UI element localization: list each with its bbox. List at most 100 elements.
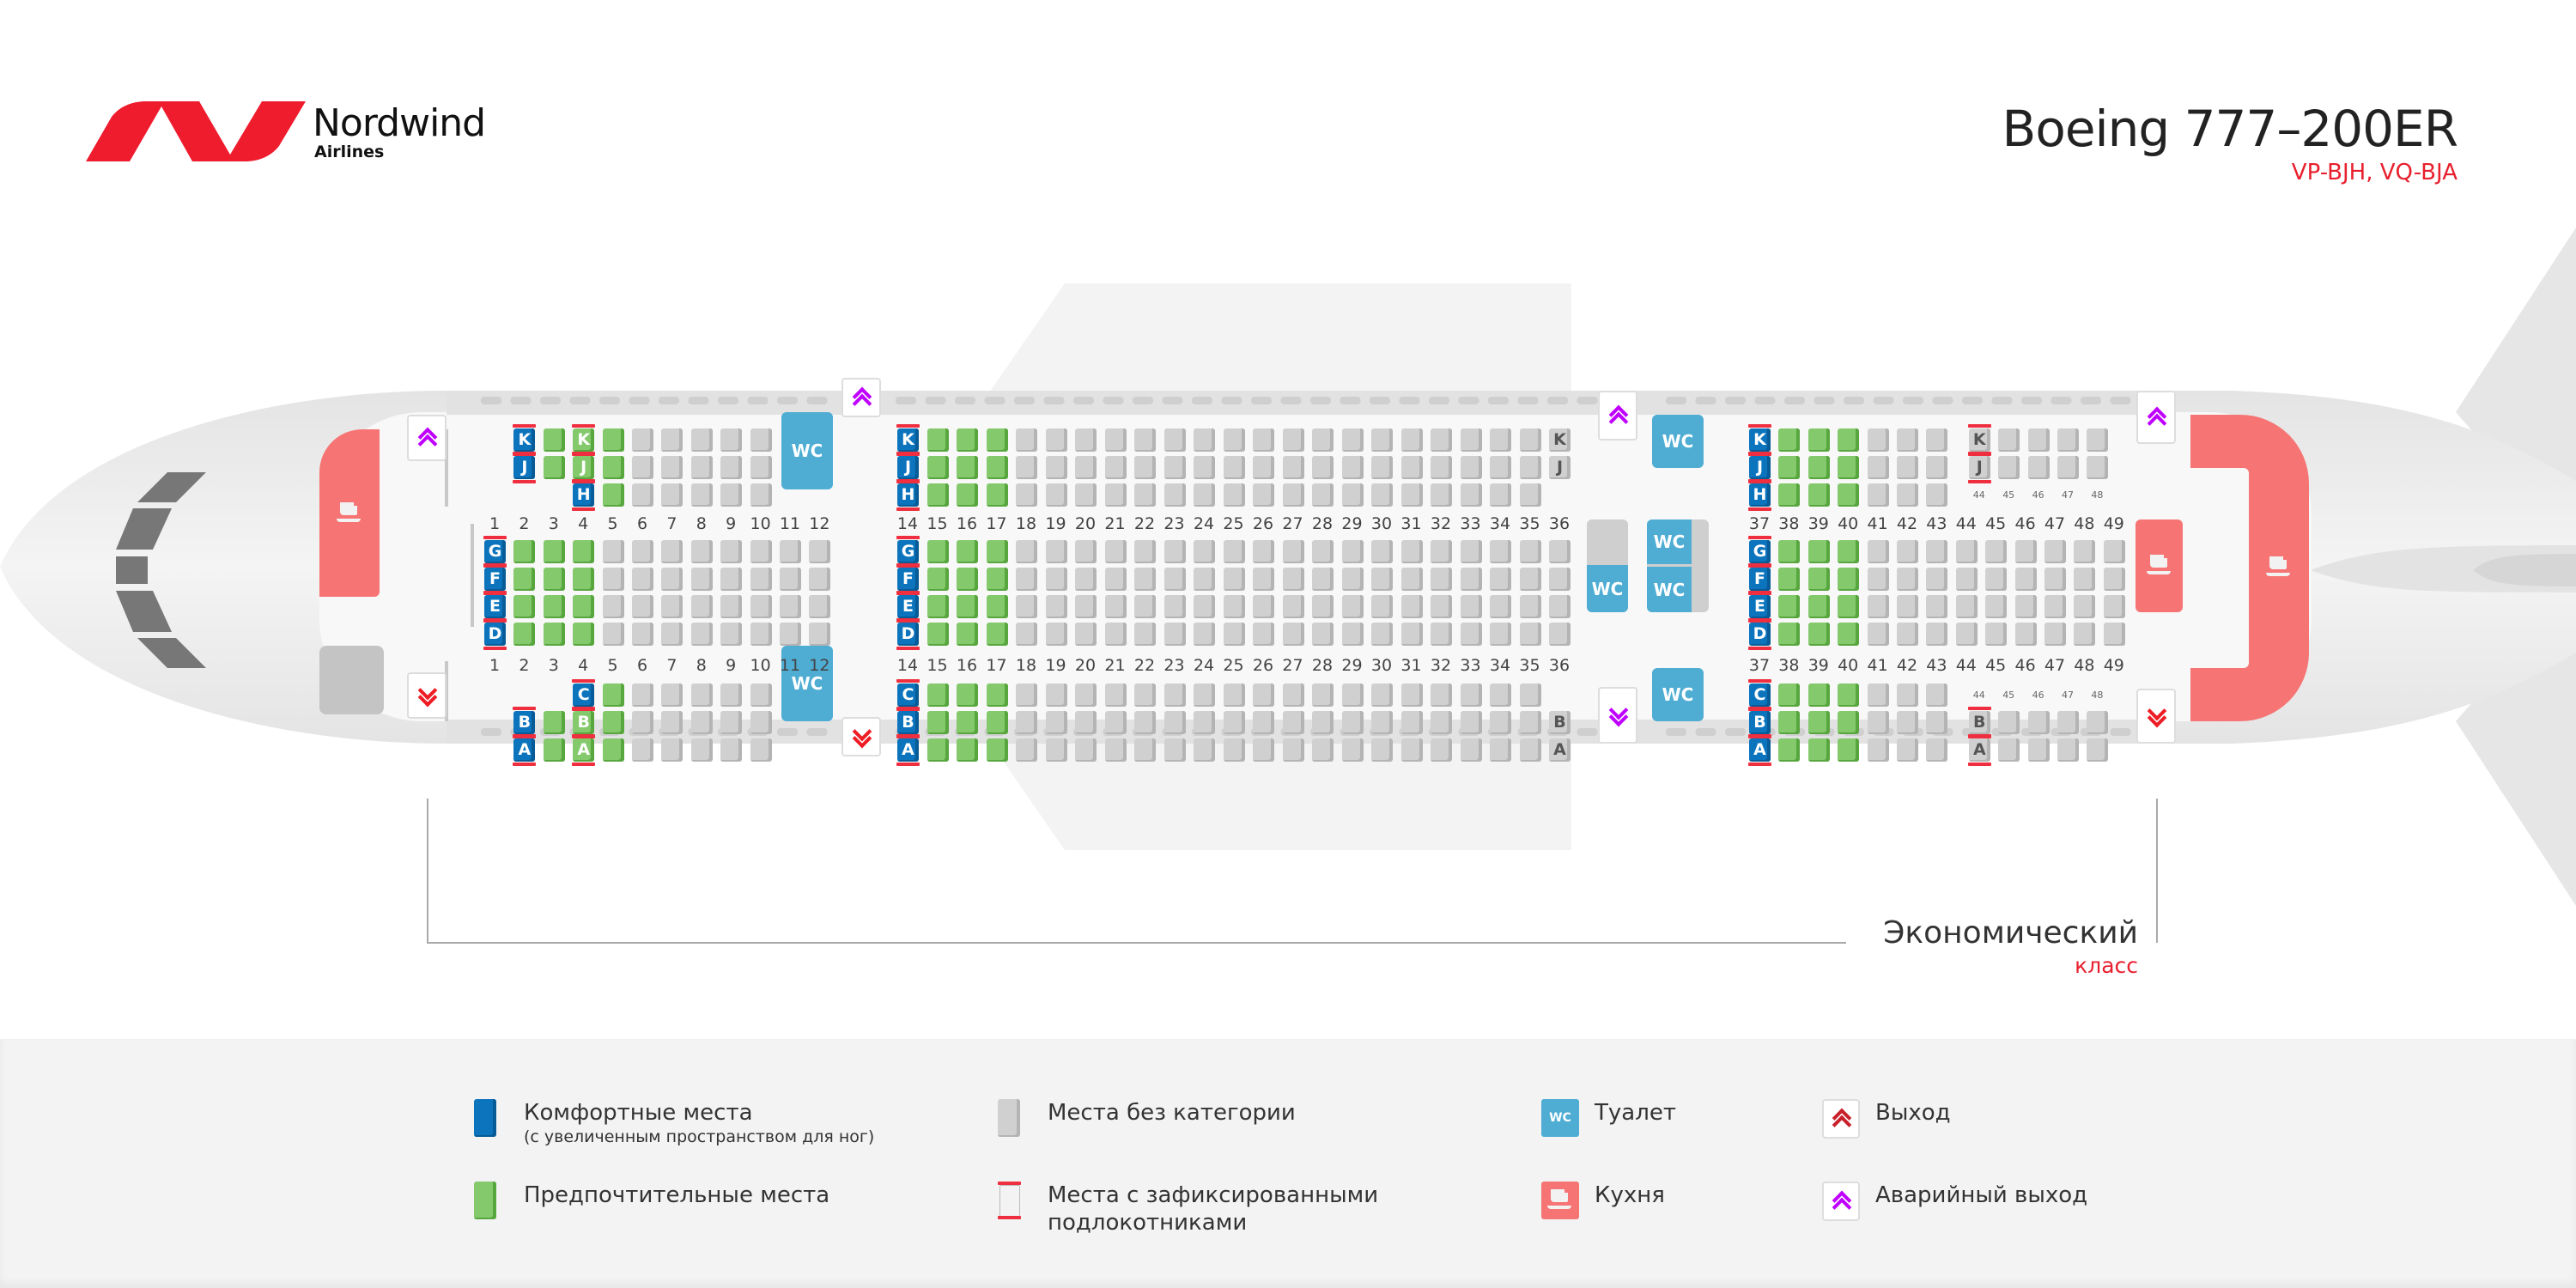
seat-41F[interactable] [1867, 568, 1889, 591]
seat-48G[interactable] [2074, 540, 2096, 563]
seat-19A[interactable] [1045, 738, 1067, 762]
seat-17A[interactable] [986, 738, 1008, 762]
seat-29B[interactable] [1341, 711, 1364, 734]
seat-25C[interactable] [1223, 683, 1245, 707]
seat-2E[interactable] [513, 595, 536, 618]
seat-45J[interactable] [1998, 456, 2020, 479]
seat-37J[interactable]: J [1749, 456, 1771, 479]
seat-33J[interactable] [1460, 456, 1482, 479]
seat-34B[interactable] [1490, 711, 1511, 734]
seat-7F[interactable] [661, 568, 683, 591]
seat-28G[interactable] [1312, 540, 1334, 563]
seat-47B[interactable] [2057, 711, 2079, 734]
seat-10F[interactable] [750, 568, 772, 591]
seat-9H[interactable] [720, 483, 743, 507]
seat-22G[interactable] [1134, 540, 1156, 563]
seat-17E[interactable] [986, 595, 1008, 618]
seat-4K[interactable]: K [573, 428, 595, 452]
seat-26D[interactable] [1253, 623, 1274, 646]
seat-22J[interactable] [1134, 456, 1156, 479]
seat-7A[interactable] [661, 738, 683, 762]
seat-32C[interactable] [1431, 683, 1452, 707]
seat-15A[interactable] [927, 738, 949, 762]
seat-40C[interactable] [1838, 683, 1860, 707]
seat-3K[interactable] [543, 428, 565, 452]
seat-2F[interactable] [513, 568, 536, 591]
seat-39E[interactable] [1807, 595, 1830, 618]
seat-34K[interactable] [1490, 428, 1511, 452]
seat-38G[interactable] [1778, 540, 1801, 563]
seat-7C[interactable] [661, 683, 683, 707]
seat-43F[interactable] [1926, 568, 1948, 591]
seat-27D[interactable] [1282, 623, 1304, 646]
seat-7E[interactable] [661, 595, 683, 618]
seat-34A[interactable] [1490, 738, 1511, 762]
seat-41J[interactable] [1867, 456, 1889, 479]
seat-29E[interactable] [1341, 595, 1364, 618]
seat-48E[interactable] [2074, 595, 2096, 618]
seat-2D[interactable] [513, 623, 536, 646]
seat-45A[interactable] [1998, 738, 2020, 762]
seat-40F[interactable] [1838, 568, 1860, 591]
seat-21F[interactable] [1104, 568, 1127, 591]
seat-26K[interactable] [1253, 428, 1274, 452]
seat-19D[interactable] [1045, 623, 1067, 646]
seat-33A[interactable] [1460, 738, 1482, 762]
seat-48D[interactable] [2074, 623, 2096, 646]
seat-7J[interactable] [661, 456, 683, 479]
seat-24C[interactable] [1194, 683, 1215, 707]
seat-17D[interactable] [986, 623, 1008, 646]
seat-3G[interactable] [543, 540, 565, 563]
seat-10D[interactable] [750, 623, 772, 646]
seat-43G[interactable] [1926, 540, 1948, 563]
seat-5J[interactable] [602, 456, 624, 479]
emergency-exit-door-2-left[interactable] [841, 378, 881, 417]
seat-22K[interactable] [1134, 428, 1156, 452]
seat-20D[interactable] [1075, 623, 1097, 646]
seat-23G[interactable] [1163, 540, 1186, 563]
seat-1E[interactable]: E [484, 595, 506, 618]
seat-38B[interactable] [1778, 711, 1801, 734]
seat-35B[interactable] [1519, 711, 1541, 734]
seat-9J[interactable] [720, 456, 743, 479]
seat-16A[interactable] [957, 738, 978, 762]
seat-3F[interactable] [543, 568, 565, 591]
seat-3A[interactable] [543, 738, 565, 762]
seat-47F[interactable] [2044, 568, 2066, 591]
seat-14G[interactable]: G [897, 540, 919, 563]
seat-9D[interactable] [720, 623, 743, 646]
seat-8G[interactable] [690, 540, 713, 563]
seat-6F[interactable] [632, 568, 653, 591]
seat-15E[interactable] [927, 595, 949, 618]
seat-29F[interactable] [1341, 568, 1364, 591]
seat-45E[interactable] [1985, 595, 2008, 618]
seat-15K[interactable] [927, 428, 949, 452]
seat-14F[interactable]: F [897, 568, 919, 591]
seat-45K[interactable] [1998, 428, 2020, 452]
seat-17B[interactable] [986, 711, 1008, 734]
seat-35F[interactable] [1519, 568, 1541, 591]
seat-18E[interactable] [1016, 595, 1037, 618]
seat-9B[interactable] [720, 711, 743, 734]
seat-23C[interactable] [1163, 683, 1186, 707]
seat-16J[interactable] [957, 456, 978, 479]
seat-23K[interactable] [1163, 428, 1186, 452]
seat-28J[interactable] [1312, 456, 1334, 479]
seat-18C[interactable] [1016, 683, 1037, 707]
seat-6E[interactable] [632, 595, 653, 618]
seat-19G[interactable] [1045, 540, 1067, 563]
seat-32D[interactable] [1431, 623, 1452, 646]
seat-44F[interactable] [1955, 568, 1978, 591]
seat-41C[interactable] [1867, 683, 1889, 707]
seat-17H[interactable] [986, 483, 1008, 507]
seat-29K[interactable] [1341, 428, 1364, 452]
seat-28K[interactable] [1312, 428, 1334, 452]
seat-25G[interactable] [1223, 540, 1245, 563]
seat-18H[interactable] [1016, 483, 1037, 507]
seat-36K[interactable]: K [1549, 428, 1571, 452]
seat-12G[interactable] [809, 540, 831, 563]
seat-49F[interactable] [2103, 568, 2125, 591]
seat-42B[interactable] [1897, 711, 1918, 734]
seat-7B[interactable] [661, 711, 683, 734]
seat-14A[interactable]: A [897, 738, 919, 762]
